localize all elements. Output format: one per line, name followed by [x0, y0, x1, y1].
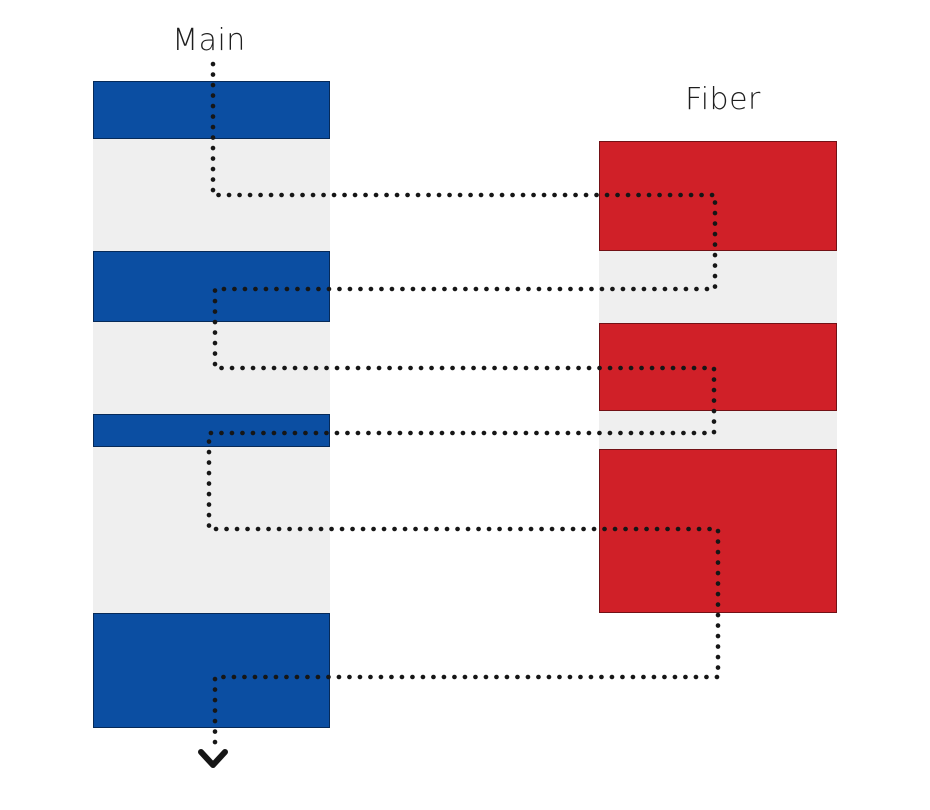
main-idle-block — [93, 139, 330, 251]
flow-end-arrowhead-icon — [198, 749, 228, 768]
main-thread-column — [93, 81, 330, 728]
main-idle-block — [93, 447, 330, 613]
main-running-block — [93, 414, 330, 447]
fiber-column — [599, 141, 837, 613]
fiber-idle-block — [599, 411, 837, 449]
fiber-label: Fiber — [685, 82, 761, 117]
main-running-block — [93, 613, 330, 728]
main-running-block — [93, 81, 330, 139]
fiber-running-block — [599, 449, 837, 613]
fiber-idle-block — [599, 251, 837, 323]
main-idle-block — [93, 322, 330, 414]
main-thread-label: Main — [172, 23, 246, 58]
fiber-running-block — [599, 141, 837, 251]
fiber-running-block — [599, 323, 837, 411]
main-running-block — [93, 251, 330, 322]
